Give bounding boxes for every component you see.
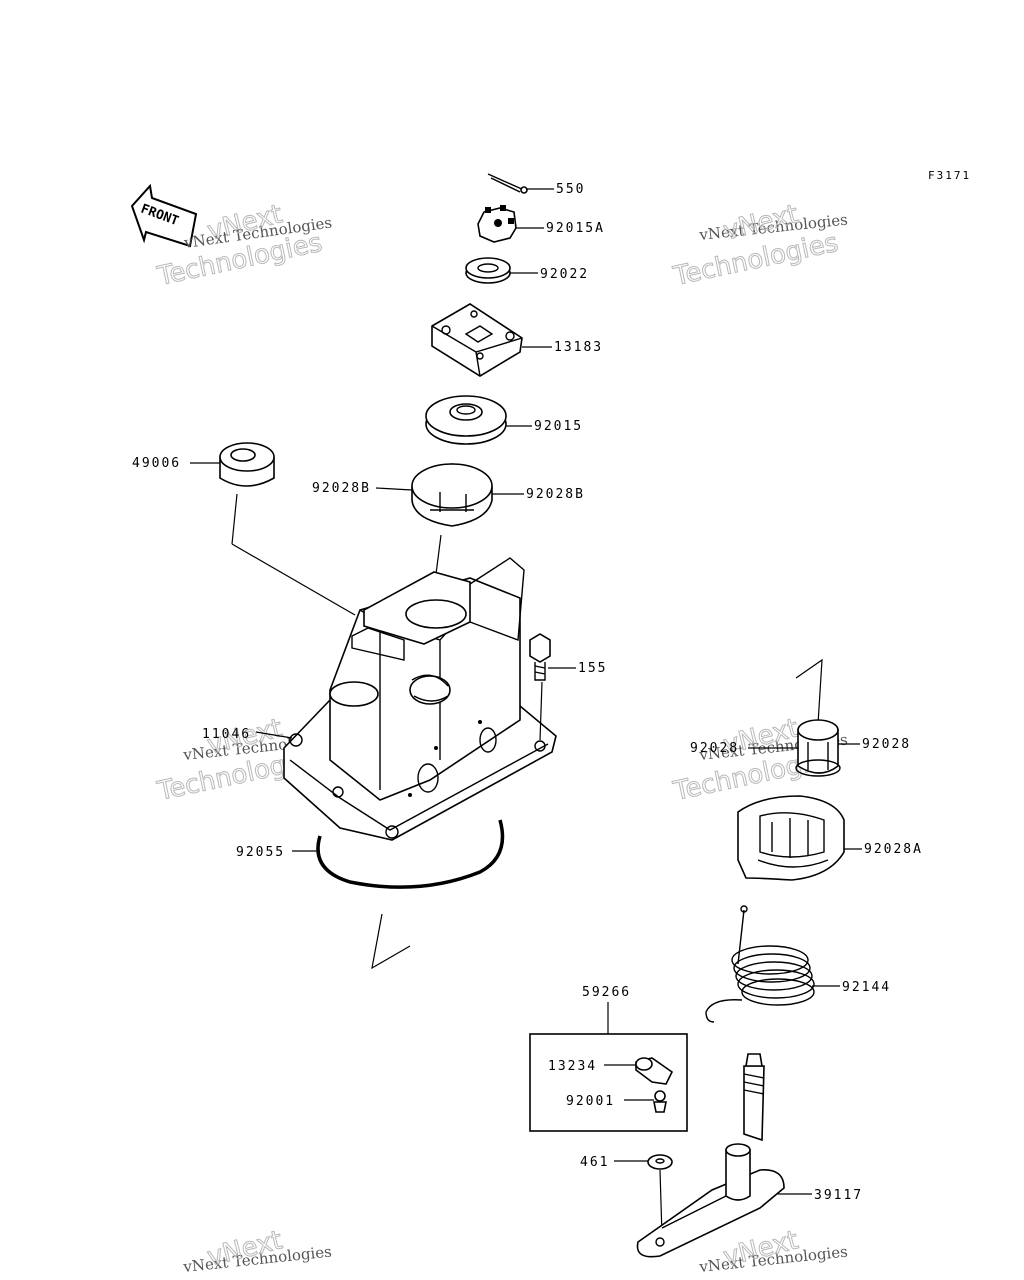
part-92028b-split-collar[interactable] <box>375 463 524 583</box>
part-11046-housing[interactable] <box>255 557 557 841</box>
part-92055-o-ring[interactable] <box>292 819 505 889</box>
watermark-bottom-left: vNext Technologies vNext <box>182 1225 333 1276</box>
part-label-461: 461 <box>580 1155 609 1170</box>
part-label-92028b-right: 92028B <box>526 487 585 502</box>
part-label-39117: 39117 <box>814 1188 863 1203</box>
watermark-top-right: vNext Technologies Technologies vNext <box>670 199 849 293</box>
part-label-11046: 11046 <box>202 727 251 742</box>
part-label-92028a: 92028A <box>864 842 923 857</box>
part-92144-spring[interactable] <box>705 905 840 1023</box>
part-label-92144: 92144 <box>842 980 891 995</box>
part-13234-fitting[interactable] <box>604 1057 674 1085</box>
diagram-code: F3171 <box>928 169 971 182</box>
part-155-bolt[interactable] <box>529 633 576 741</box>
part-label-92028-left: 92028 <box>690 741 739 756</box>
part-39117-lever[interactable] <box>636 1053 812 1258</box>
part-label-59266: 59266 <box>582 985 631 1000</box>
part-550-cotter-pin[interactable] <box>487 173 554 194</box>
part-label-92015a: 92015A <box>546 221 605 236</box>
part-label-92001: 92001 <box>566 1094 615 1109</box>
watermark-bottom-right: vNext Technologies vNext <box>698 1225 849 1276</box>
direction-arrow-icon <box>371 913 411 970</box>
part-label-92022: 92022 <box>540 267 589 282</box>
part-label-155: 155 <box>578 661 607 676</box>
part-92015-washer[interactable] <box>425 395 532 445</box>
part-92028a-collar[interactable] <box>737 795 862 881</box>
part-92022-washer[interactable] <box>465 257 538 284</box>
part-92028-collar[interactable] <box>748 658 860 777</box>
part-92001-nipple[interactable] <box>624 1090 667 1113</box>
part-label-49006: 49006 <box>132 456 181 471</box>
part-92015a-castle-nut[interactable] <box>477 205 544 243</box>
part-label-92055: 92055 <box>236 845 285 860</box>
part-label-550: 550 <box>556 182 585 197</box>
part-13183-plate[interactable] <box>431 303 552 377</box>
part-label-92028b-left: 92028B <box>312 481 371 496</box>
part-label-13183: 13183 <box>554 340 603 355</box>
part-49006-cap[interactable] <box>190 442 356 616</box>
part-59266-kit-box[interactable] <box>529 1002 688 1132</box>
front-arrow-icon: FRONT <box>130 183 198 248</box>
part-label-92028-right: 92028 <box>862 737 911 752</box>
part-label-13234: 13234 <box>548 1059 597 1074</box>
part-label-92015: 92015 <box>534 419 583 434</box>
